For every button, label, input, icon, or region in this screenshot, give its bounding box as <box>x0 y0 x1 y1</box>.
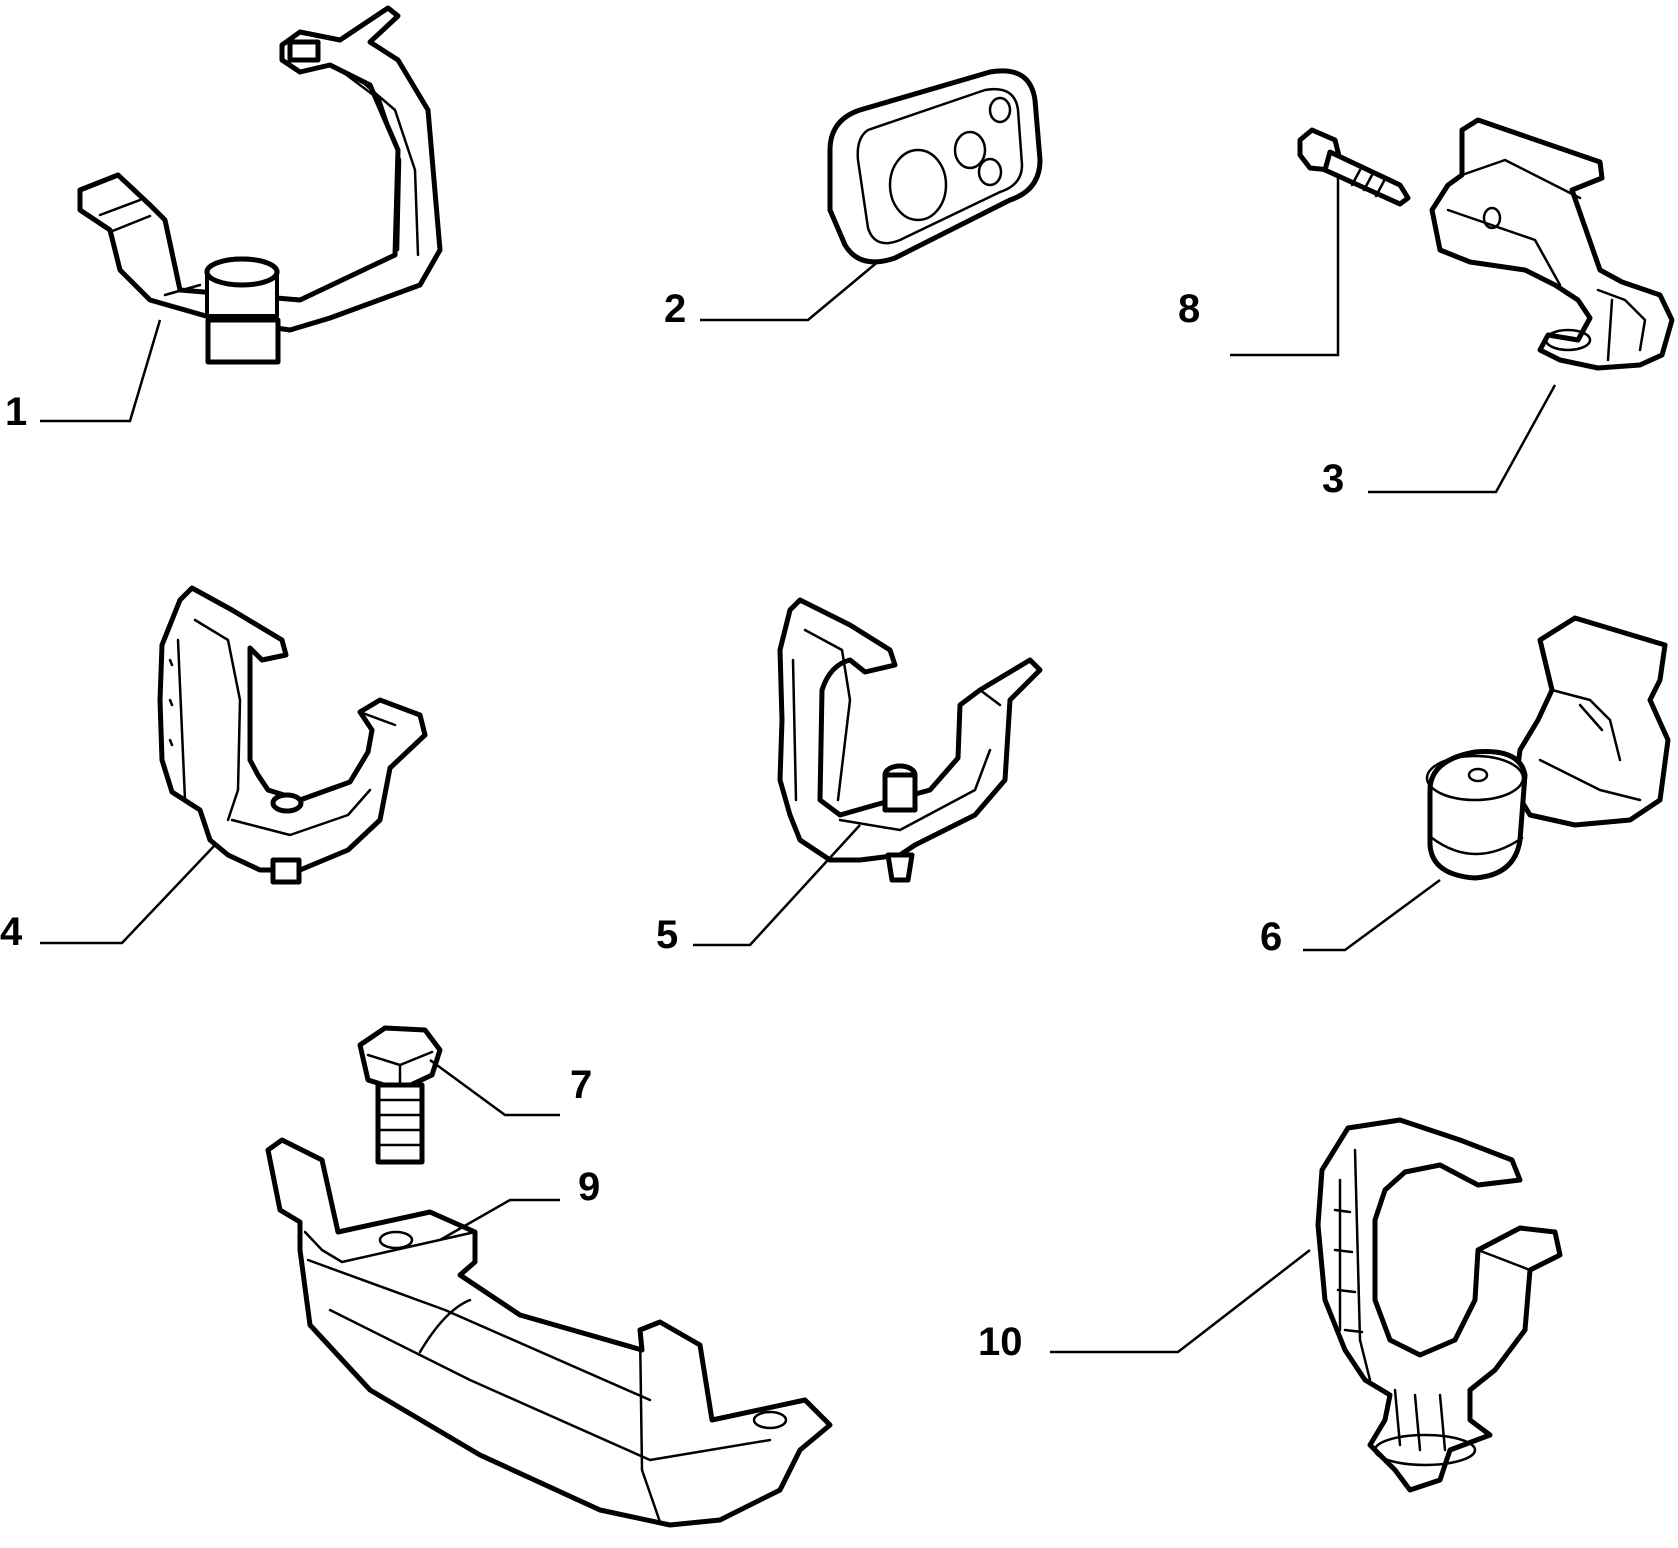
callout-6: 6 <box>1260 915 1282 959</box>
callout-5: 5 <box>656 913 678 957</box>
part-1-bracket <box>77 5 443 365</box>
callout-9: 9 <box>578 1165 600 1209</box>
leader-10 <box>1050 1249 1311 1354</box>
leader-5 <box>693 824 861 947</box>
part-7-hex-bolt <box>357 1025 443 1165</box>
callout-7: 7 <box>570 1063 592 1107</box>
part-2-grommet <box>827 68 1043 265</box>
leader-2 <box>700 259 881 322</box>
part-9-shield-tray <box>265 1137 833 1528</box>
leader-9 <box>439 1198 560 1242</box>
part-4-hose-clip <box>157 585 428 885</box>
callout-8: 8 <box>1178 287 1200 331</box>
part-6-rubber-mount <box>1425 615 1671 881</box>
part-8-bolt <box>1297 127 1411 207</box>
callout-2: 2 <box>664 287 686 331</box>
callout-4: 4 <box>0 910 23 954</box>
part-3-clamp-bracket <box>1429 117 1675 371</box>
leader-1 <box>40 319 162 423</box>
leader-7 <box>429 1058 560 1117</box>
part-10-hose-clip <box>1315 1117 1563 1493</box>
leader-4 <box>40 844 216 945</box>
leader-6 <box>1303 878 1441 952</box>
leader-8 <box>1230 175 1340 357</box>
callout-1: 1 <box>5 390 27 434</box>
callout-3: 3 <box>1322 457 1344 501</box>
callout-10: 10 <box>978 1320 1023 1364</box>
part-5-hose-clip <box>777 597 1043 883</box>
leader-3 <box>1368 384 1557 494</box>
